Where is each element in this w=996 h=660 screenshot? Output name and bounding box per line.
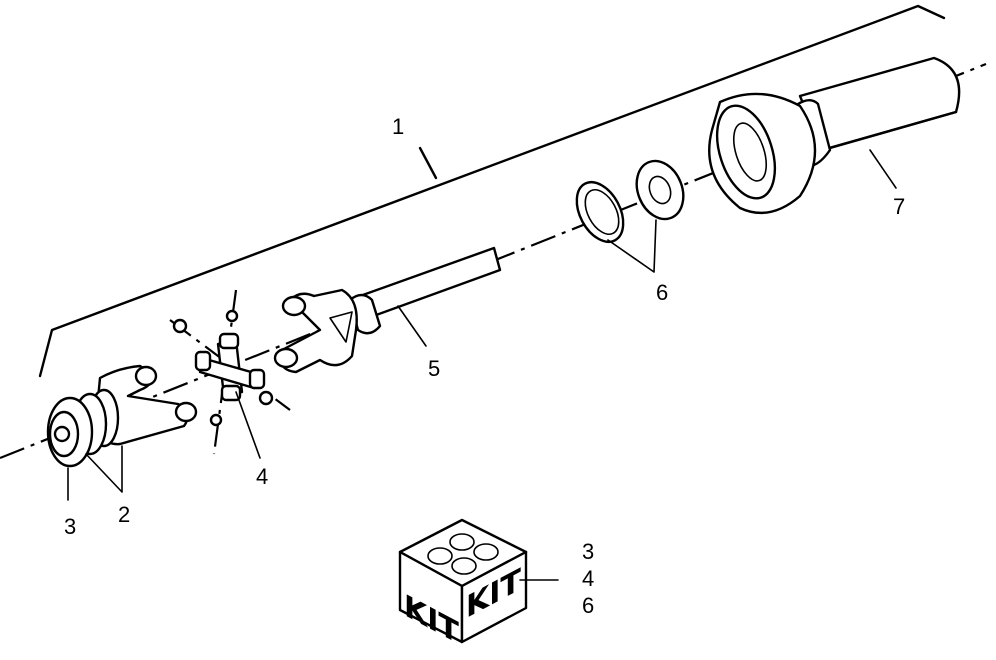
kit-item-3: 6 — [582, 593, 594, 618]
callout-4: 4 — [256, 464, 268, 489]
callout-5: 5 — [428, 356, 440, 381]
kit-box: KIT KIT — [398, 518, 559, 652]
callout-7: 7 — [893, 194, 905, 219]
kit-item-1: 3 — [582, 539, 594, 564]
callout-2: 2 — [118, 502, 130, 527]
seal-rings — [575, 159, 685, 243]
leader-lines — [67, 149, 897, 501]
outer-tube — [708, 56, 961, 215]
callout-3: 3 — [64, 514, 76, 539]
kit-item-2: 4 — [582, 566, 594, 591]
inner-tube-yoke — [273, 246, 502, 374]
yoke-and-hub — [46, 364, 198, 468]
kit-contents-icon — [427, 533, 499, 575]
callout-6: 6 — [656, 280, 668, 305]
assembly-bracket — [38, 4, 946, 378]
callout-1: 1 — [392, 114, 404, 139]
cross-and-bearings — [169, 289, 291, 455]
